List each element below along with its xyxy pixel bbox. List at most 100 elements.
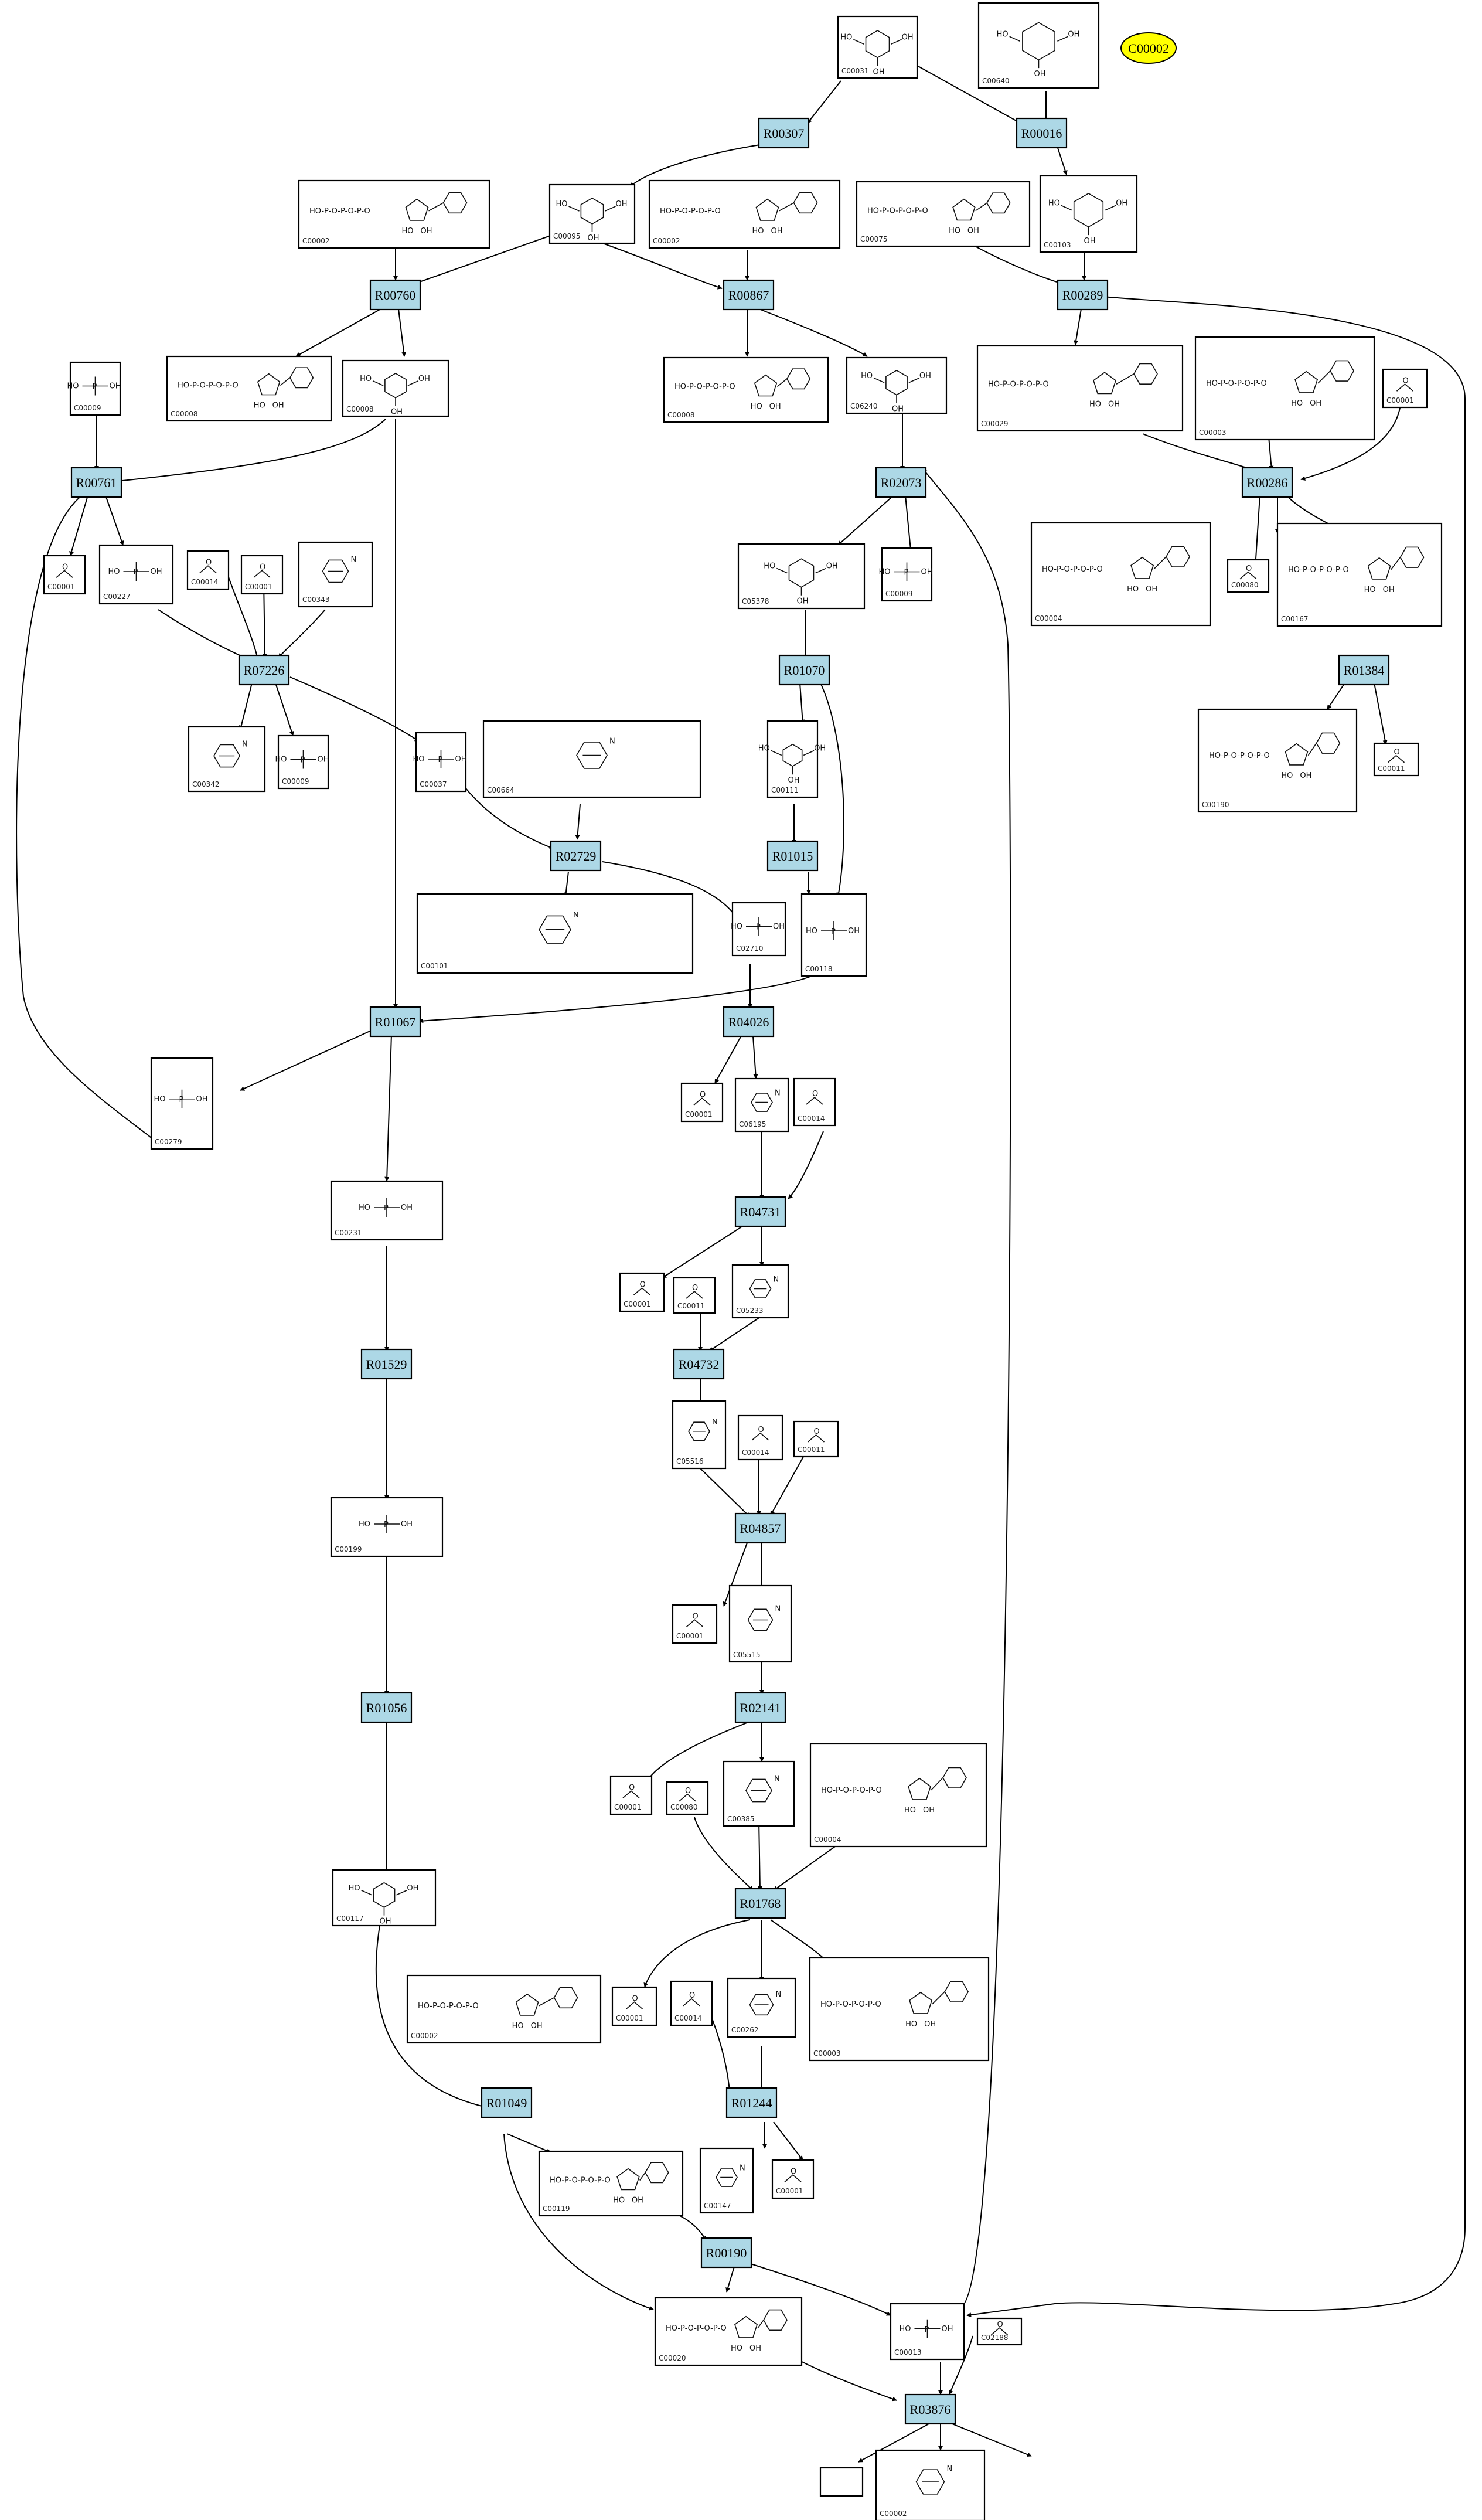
reaction-node[interactable]: R01067 — [369, 1006, 421, 1038]
reaction-box[interactable] — [734, 1888, 786, 1919]
reaction-node[interactable]: R00289 — [1057, 279, 1109, 311]
reaction-node[interactable]: R00286 — [1241, 467, 1293, 498]
compound-box[interactable] — [1227, 559, 1270, 593]
compound-box[interactable] — [856, 181, 1031, 247]
reaction-box[interactable] — [723, 279, 775, 311]
compound-box[interactable] — [976, 345, 1184, 432]
compound-box[interactable] — [977, 2, 1100, 89]
reaction-node[interactable]: R02073 — [875, 467, 927, 498]
compound-box[interactable] — [298, 541, 373, 608]
compound-box[interactable] — [723, 1760, 795, 1827]
compound-box[interactable] — [793, 1420, 839, 1458]
compound-box[interactable] — [1194, 336, 1375, 441]
compound-box[interactable] — [699, 2147, 754, 2214]
reaction-box[interactable] — [766, 840, 819, 872]
reaction-node[interactable]: R01049 — [481, 2087, 533, 2118]
compound-box[interactable] — [482, 720, 701, 798]
compound-box[interactable] — [734, 1077, 789, 1133]
compound-box[interactable] — [654, 2297, 803, 2366]
compound-box[interactable] — [538, 2150, 684, 2217]
reaction-node[interactable]: R03876 — [904, 2393, 956, 2425]
compound-box[interactable] — [186, 550, 230, 590]
compound-box[interactable] — [976, 2317, 1023, 2346]
reaction-box[interactable] — [360, 1348, 413, 1380]
reaction-box[interactable] — [734, 1512, 786, 1544]
reaction-node[interactable]: R00867 — [723, 279, 775, 311]
compound-box[interactable] — [166, 355, 332, 422]
compound-box[interactable] — [731, 1264, 789, 1319]
compound-box[interactable] — [737, 1414, 783, 1461]
reaction-node[interactable]: R01056 — [360, 1692, 413, 1723]
reaction-box[interactable] — [734, 1196, 786, 1227]
compound-box[interactable] — [728, 1584, 792, 1663]
compound-box[interactable] — [663, 356, 829, 423]
compound-box[interactable] — [1276, 522, 1443, 627]
reaction-node[interactable]: R01529 — [360, 1348, 413, 1380]
compound-box[interactable] — [332, 1869, 437, 1927]
reaction-box[interactable] — [550, 840, 602, 872]
reaction-box[interactable] — [725, 2087, 778, 2118]
reaction-box[interactable] — [1057, 279, 1109, 311]
reaction-node[interactable]: R01015 — [766, 840, 819, 872]
compound-box[interactable] — [793, 1077, 836, 1127]
reaction-box[interactable] — [1016, 117, 1068, 149]
reaction-node[interactable]: R01070 — [778, 654, 830, 686]
reaction-box[interactable] — [700, 2237, 752, 2269]
compound-box[interactable] — [837, 15, 918, 79]
reaction-box[interactable] — [360, 1692, 413, 1723]
legend-ellipse[interactable] — [1120, 32, 1177, 64]
compound-box[interactable] — [240, 555, 284, 595]
compound-box[interactable] — [1373, 742, 1419, 777]
compound-box[interactable] — [611, 1986, 657, 2026]
compound-box[interactable] — [298, 179, 490, 249]
compound-box[interactable] — [609, 1775, 653, 1815]
reaction-box[interactable] — [723, 1006, 775, 1038]
compound-box[interactable] — [737, 543, 866, 610]
reaction-box[interactable] — [758, 117, 810, 149]
reaction-node[interactable]: R04026 — [723, 1006, 775, 1038]
reaction-box[interactable] — [369, 1006, 421, 1038]
reaction-node[interactable]: R01384 — [1338, 654, 1390, 686]
compound-box[interactable] — [406, 1974, 602, 2044]
reaction-node[interactable]: R00016 — [1016, 117, 1068, 149]
reaction-box[interactable] — [1241, 467, 1293, 498]
